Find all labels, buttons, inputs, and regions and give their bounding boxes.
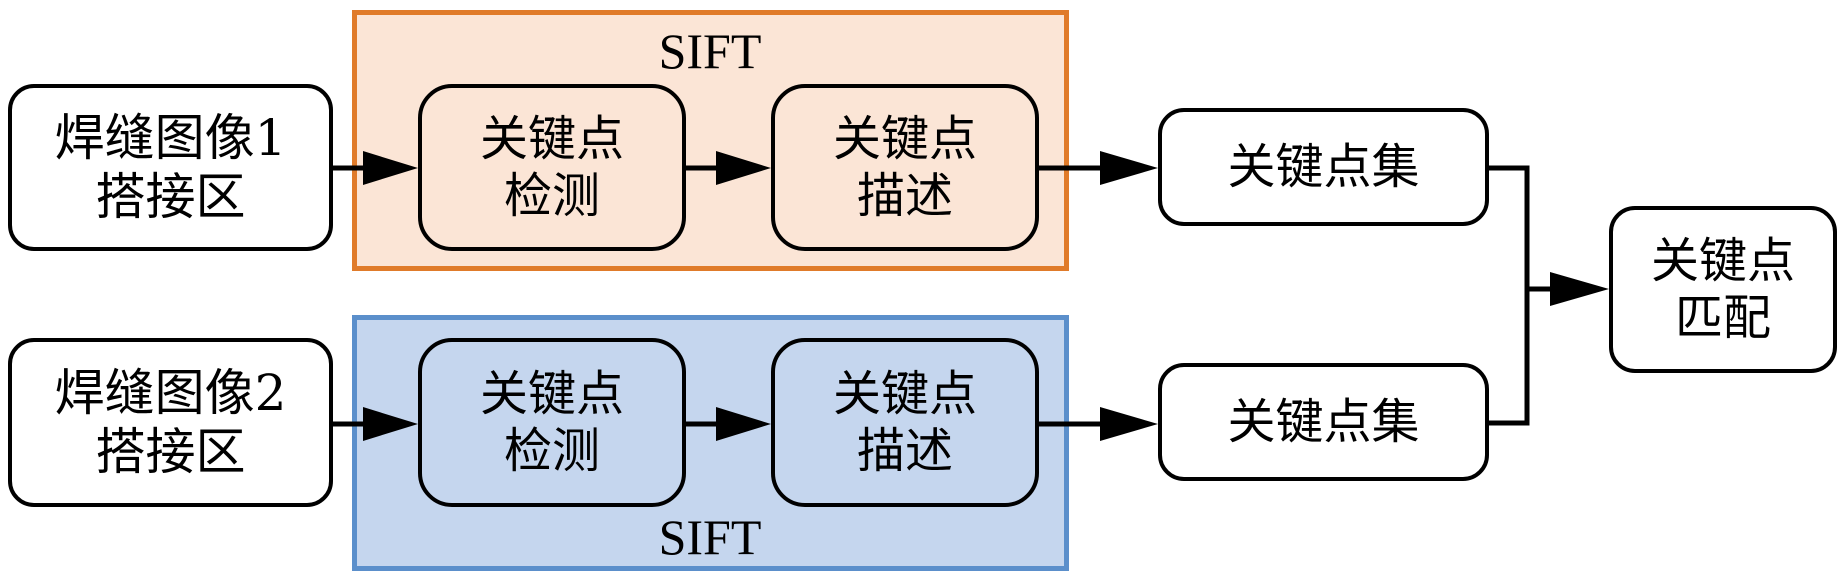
describe-box-1-line2: 描述 xyxy=(856,167,953,224)
arrowheads xyxy=(363,151,1609,441)
keypoint-set-box-2: 关键点集 xyxy=(1158,363,1489,481)
arrowhead-merge-match xyxy=(1550,272,1609,306)
input-box-1-line1: 焊缝图像1 xyxy=(54,108,287,167)
detect-box-2: 关键点 检测 xyxy=(418,338,686,507)
describe-box-1-line1: 关键点 xyxy=(832,110,977,167)
detect-box-1-line2: 检测 xyxy=(503,167,600,224)
sift-group-bottom-label: SIFT xyxy=(658,509,762,565)
keypoint-match-box-line1: 关键点 xyxy=(1650,232,1795,289)
detect-box-2-line1: 关键点 xyxy=(479,365,624,422)
detect-box-1-line1: 关键点 xyxy=(479,110,624,167)
line-set1-merge xyxy=(1488,165,1530,289)
sift-group-top-label: SIFT xyxy=(658,23,762,79)
arrowhead-describe2-set2 xyxy=(1100,407,1158,441)
line-set2-merge xyxy=(1488,289,1530,426)
arrowhead-detect1-describe1 xyxy=(716,151,771,185)
detect-box-2-line2: 检测 xyxy=(503,422,600,479)
describe-box-2-line1: 关键点 xyxy=(832,365,977,422)
input-box-2-line1: 焊缝图像2 xyxy=(54,363,287,422)
input-box-2: 焊缝图像2 搭接区 xyxy=(8,338,333,507)
arrowhead-describe1-set1 xyxy=(1100,151,1158,185)
input-box-1-line2: 搭接区 xyxy=(95,167,246,226)
arrowhead-input2-detect2 xyxy=(363,407,418,441)
input-box-2-line2: 搭接区 xyxy=(95,422,246,481)
detect-box-1: 关键点 检测 xyxy=(418,84,686,251)
input-box-1: 焊缝图像1 搭接区 xyxy=(8,84,333,251)
arrowhead-detect2-describe2 xyxy=(716,407,771,441)
describe-box-1: 关键点 描述 xyxy=(771,84,1039,251)
keypoint-set-box-1-label: 关键点集 xyxy=(1227,138,1420,195)
describe-box-2-line2: 描述 xyxy=(856,422,953,479)
describe-box-2: 关键点 描述 xyxy=(771,338,1039,507)
arrowhead-input1-detect1 xyxy=(363,151,418,185)
keypoint-match-box: 关键点 匹配 xyxy=(1609,206,1837,373)
keypoint-match-box-line2: 匹配 xyxy=(1674,289,1771,346)
keypoint-set-box-2-label: 关键点集 xyxy=(1227,393,1420,450)
keypoint-set-box-1: 关键点集 xyxy=(1158,108,1489,226)
